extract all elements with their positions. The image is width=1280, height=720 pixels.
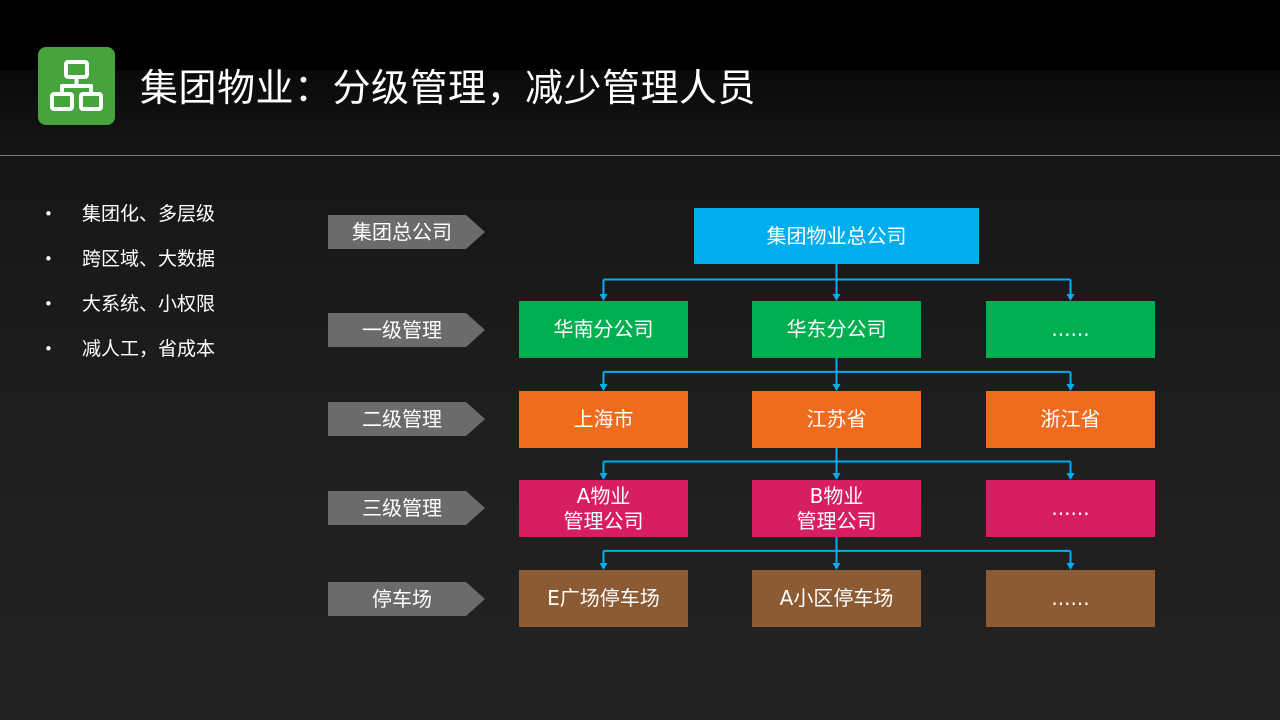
bullet-dot-icon: •	[44, 295, 53, 313]
org-node-box: ......	[986, 301, 1155, 358]
connector-arrow-icon	[832, 384, 841, 391]
bullet-text: 大系统、小权限	[82, 293, 216, 315]
org-root-box: 集团物业总公司	[694, 208, 979, 264]
connector-arrow-icon	[1066, 563, 1075, 570]
connector-arrow-icon	[599, 563, 608, 570]
page-title: 集团物业：分级管理，减少管理人员	[140, 66, 757, 110]
bullet-item: • 减人工，省成本	[44, 335, 215, 380]
bullet-dot-icon: •	[44, 340, 53, 358]
level-label-text: 集团总公司	[352, 220, 452, 244]
org-node-box: A物业 管理公司	[519, 480, 688, 537]
title-divider	[0, 155, 1280, 156]
connector-arrow-icon	[832, 473, 841, 480]
org-hierarchy-icon	[50, 60, 103, 111]
bullet-dot-icon: •	[44, 205, 53, 223]
org-node-box: 江苏省	[752, 391, 921, 448]
level-label-text: 一级管理	[362, 318, 442, 342]
level-label: 一级管理	[328, 313, 485, 347]
org-node-box: 华东分公司	[752, 301, 921, 358]
level-label-text: 三级管理	[362, 496, 442, 520]
level-label: 二级管理	[328, 402, 485, 436]
connector-arrow-icon	[832, 294, 841, 301]
level-label: 三级管理	[328, 491, 485, 525]
connector-arrow-icon	[1066, 384, 1075, 391]
bullet-item: • 大系统、小权限	[44, 290, 215, 335]
org-node-box: E广场停车场	[519, 570, 688, 627]
bullet-text: 减人工，省成本	[82, 338, 216, 360]
org-node-box: ......	[986, 480, 1155, 537]
connector-arrow-icon	[599, 294, 608, 301]
connector-arrow-icon	[1066, 294, 1075, 301]
org-node-box: 浙江省	[986, 391, 1155, 448]
bullet-text: 跨区域、大数据	[82, 248, 216, 270]
org-node-box: B物业 管理公司	[752, 480, 921, 537]
connector-arrow-icon	[1066, 473, 1075, 480]
bullet-list: • 集团化、多层级 • 跨区域、大数据 • 大系统、小权限 • 减人工，省成本	[44, 200, 215, 380]
org-node-box: A小区停车场	[752, 570, 921, 627]
connector-arrow-icon	[599, 384, 608, 391]
bullet-item: • 跨区域、大数据	[44, 245, 215, 290]
logo	[38, 47, 115, 125]
org-node-box: 华南分公司	[519, 301, 688, 358]
level-label: 集团总公司	[328, 215, 485, 249]
header-band	[0, 0, 1280, 70]
org-node-box: 上海市	[519, 391, 688, 448]
bullet-dot-icon: •	[44, 250, 53, 268]
connector-arrow-icon	[832, 563, 841, 570]
bullet-item: • 集团化、多层级	[44, 200, 215, 245]
bullet-text: 集团化、多层级	[82, 203, 216, 225]
level-label-text: 停车场	[372, 587, 432, 611]
org-node-box: ......	[986, 570, 1155, 627]
level-label: 停车场	[328, 582, 485, 616]
level-label-text: 二级管理	[362, 407, 442, 431]
connector-arrow-icon	[599, 473, 608, 480]
